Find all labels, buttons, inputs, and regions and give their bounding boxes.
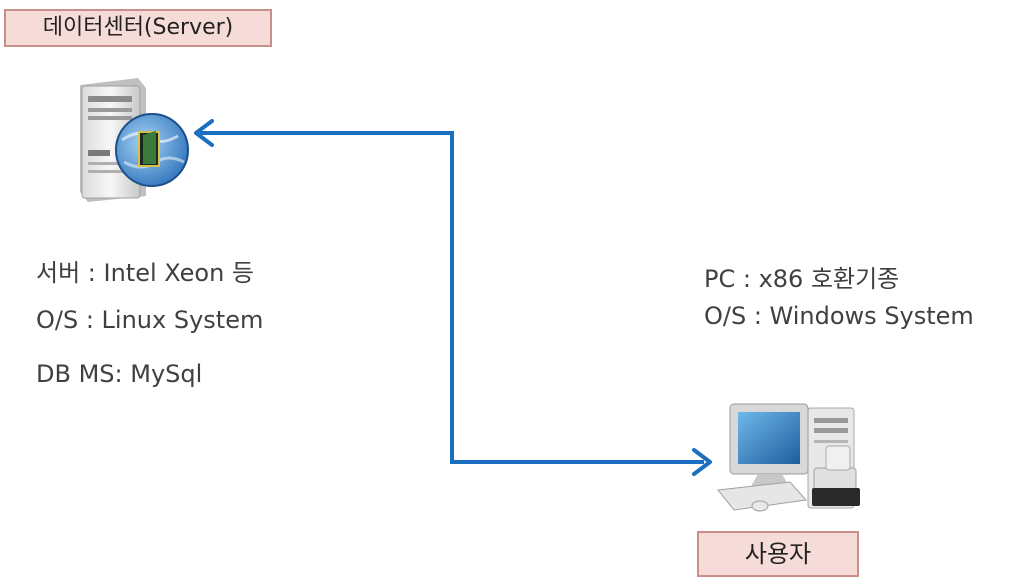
server-spec-hardware: 서버 : Intel Xeon 등 [36, 259, 254, 287]
connector-arrow [194, 119, 712, 476]
server-label: 데이터센터(Server) [4, 9, 272, 47]
desktop-computer-icon [717, 403, 860, 512]
server-spec-db: DB MS: MySql [36, 360, 203, 388]
server-spec-os: O/S : Linux System [36, 306, 264, 334]
client-spec-pc: PC : x86 호환기종 [704, 265, 900, 293]
server-globe-icon [80, 78, 189, 202]
user-label: 사용자 [697, 531, 859, 577]
client-spec-os: O/S : Windows System [704, 302, 974, 330]
